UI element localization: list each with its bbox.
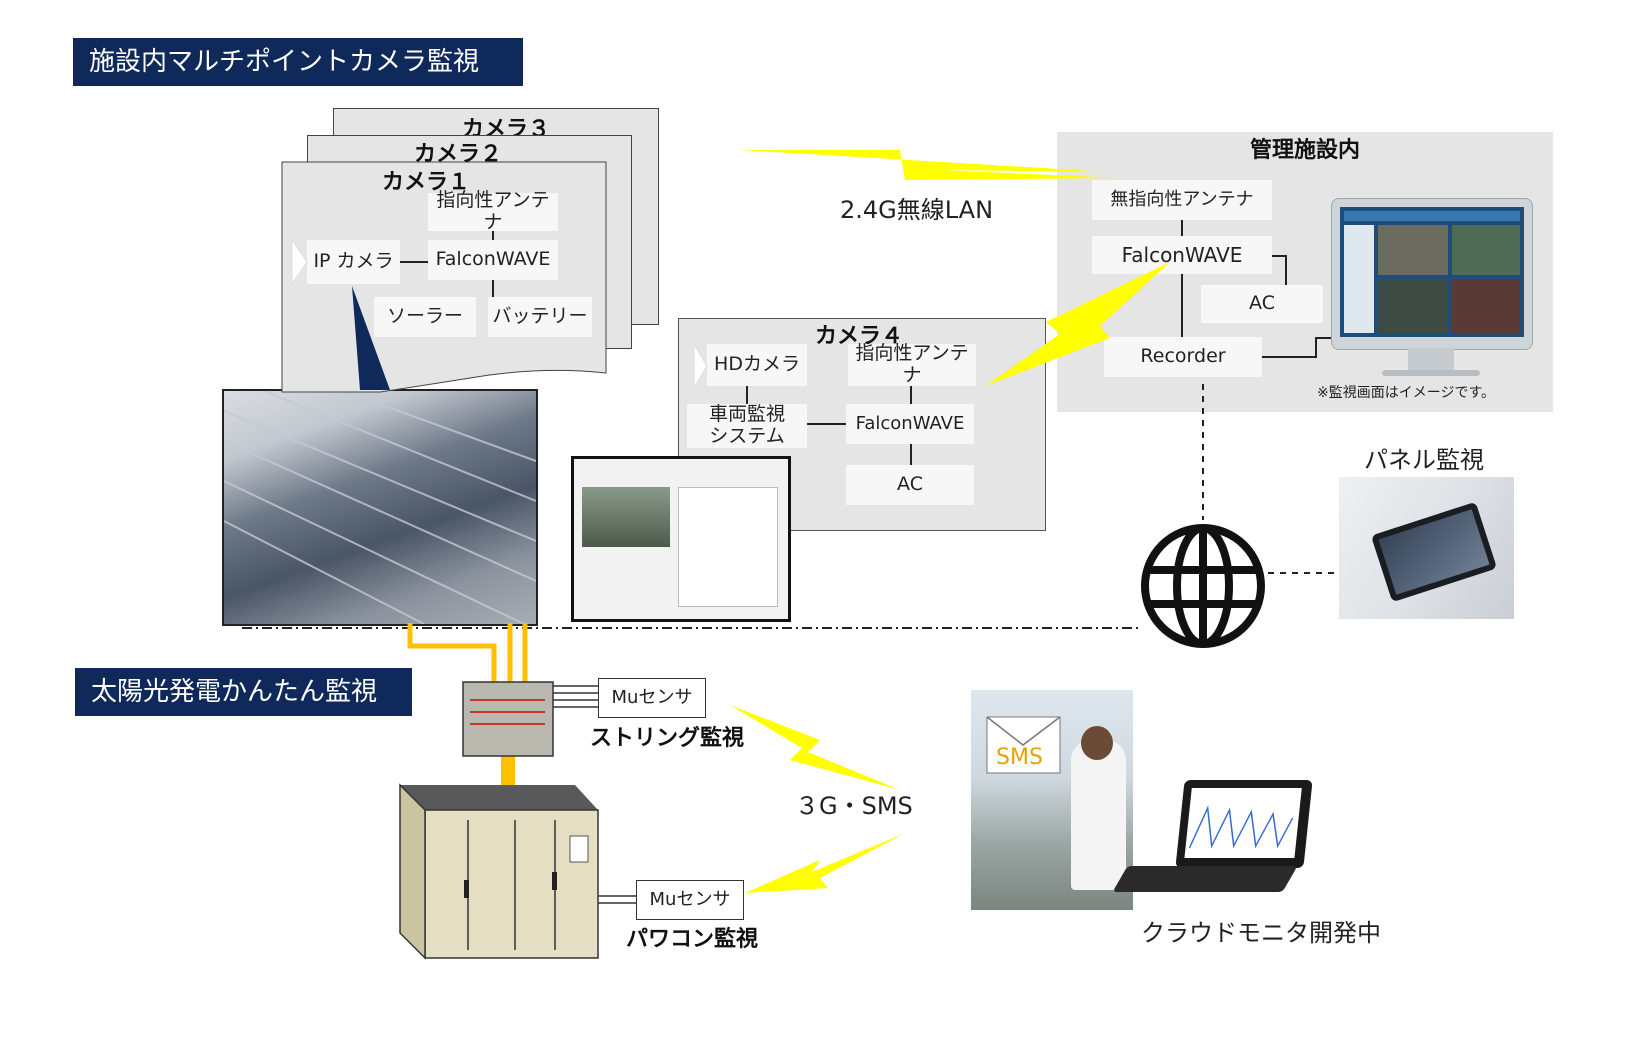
solar-panel-photo: [222, 389, 538, 626]
wireless-lan-label: 2.4G無線LAN: [840, 196, 994, 224]
mgmt-omni-antenna: 無指向性アンテナ: [1092, 180, 1272, 220]
management-title: 管理施設内: [1250, 138, 1361, 163]
panel-monitoring-label: パネル監視: [1364, 446, 1484, 474]
tablet-photo: [1339, 477, 1514, 619]
mu-sensor-pcs: Muセンサ: [636, 880, 744, 920]
vehicle-image: [582, 487, 670, 547]
pcs-monitoring-label: パワコン監視: [626, 927, 759, 952]
person-figure: [1071, 740, 1126, 890]
mgmt-ac: AC: [1201, 285, 1323, 323]
laptop-chart: [1188, 805, 1294, 849]
cam4-falconwave: FalconWAVE: [846, 404, 974, 444]
cam4-ac: AC: [846, 465, 974, 505]
laptop-screen: [1184, 788, 1302, 858]
cam4-vehicle-system: 車両監視 システム: [687, 403, 807, 448]
cam4-hd-camera: HDカメラ: [707, 344, 807, 386]
monitor-screen: [1340, 207, 1524, 337]
solar-panel-rows: [224, 391, 536, 624]
cam1-solar: ソーラー: [374, 297, 476, 337]
monitor-icon: [1331, 198, 1533, 350]
cam1-ip-camera: IP カメラ: [307, 240, 400, 284]
monitor-stand: [1408, 348, 1454, 370]
cloud-monitor-label: クラウドモニタ開発中: [1141, 919, 1381, 947]
string-monitoring-label: ストリング監視: [590, 726, 745, 751]
laptop-icon: [1175, 780, 1313, 868]
person-head: [1081, 726, 1113, 760]
cam1-directional-antenna: 指向性アンテナ: [428, 189, 558, 233]
banner-camera-monitoring: 施設内マルチポイントカメラ監視: [73, 38, 523, 86]
vehicle-system-screenshot: [571, 456, 791, 622]
vehicle-table: [678, 487, 778, 607]
monitor-base: [1382, 370, 1480, 376]
mu-sensor-string: Muセンサ: [598, 678, 706, 718]
cam1-battery: バッテリー: [488, 297, 592, 337]
cam1-falconwave: FalconWAVE: [428, 240, 558, 280]
banner-solar-monitoring: 太陽光発電かんたん監視: [75, 668, 412, 716]
sms-label: SMS: [996, 745, 1043, 770]
cam4-vehicle-system-line2: システム: [709, 425, 785, 447]
cam4-directional-antenna: 指向性アンテナ: [848, 342, 976, 386]
three-g-sms-label: ３G・SMS: [795, 792, 913, 820]
monitor-note: ※監視画面はイメージです。: [1317, 385, 1496, 401]
cam4-vehicle-system-line1: 車両監視: [708, 403, 785, 426]
camera1-title: カメラ１: [382, 170, 471, 195]
